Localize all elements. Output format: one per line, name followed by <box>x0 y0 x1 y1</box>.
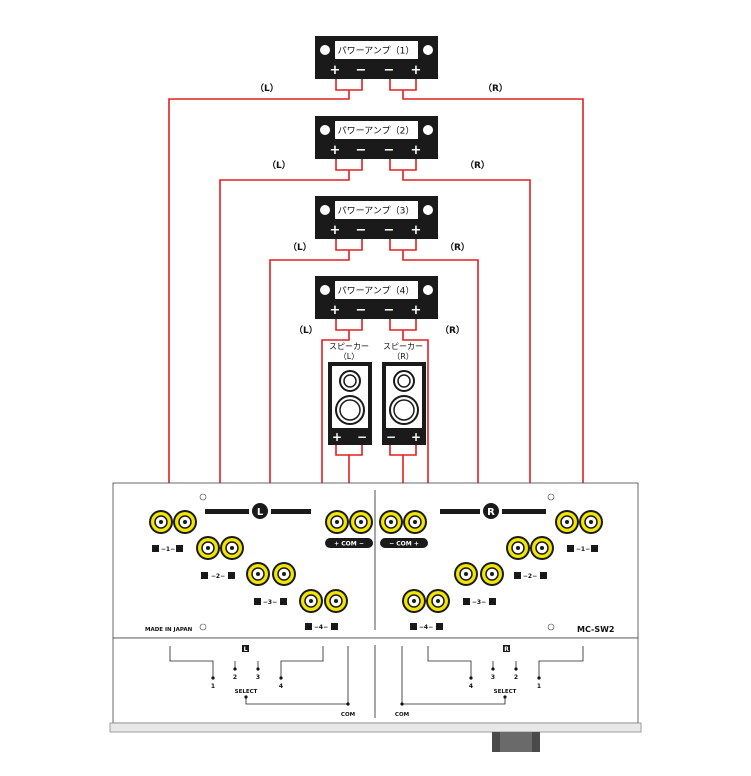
speaker-right: − + <box>382 362 426 445</box>
switch-badge-l: L <box>244 646 248 653</box>
rca-jack <box>506 536 530 560</box>
amp-2-terminal: + <box>411 143 422 158</box>
amp-4-left-label: （L） <box>294 325 318 336</box>
rca-jack <box>426 589 450 613</box>
amp-4-terminal: − <box>384 303 395 318</box>
power-amp-3: パワーアンプ（3） + − − + <box>315 196 438 239</box>
switch-badge-r: R <box>504 646 509 653</box>
amp-1-left-label: （L） <box>255 83 279 94</box>
rca-jack <box>454 562 478 586</box>
speaker-r-side: （R） <box>392 352 414 361</box>
rca-jack <box>403 510 427 534</box>
speaker-l-side: （L） <box>339 352 359 361</box>
amp-1-terminal: + <box>330 63 341 78</box>
rca-jack <box>196 536 220 560</box>
jack-labels: + −1− − + −2− − + −3− − + −4− − − −1− + … <box>152 538 598 631</box>
speaker-r-terminal: − <box>386 430 396 444</box>
select-label-r: SELECT <box>494 689 517 695</box>
amp-2-terminal: − <box>384 143 395 158</box>
power-amp-2: パワーアンプ（2） + − − + <box>315 116 438 159</box>
jack-label-r3: − −3− + <box>465 599 493 606</box>
switch-l-pos: 4 <box>279 683 283 690</box>
rca-jack <box>402 589 426 613</box>
switch-r-pos: 2 <box>514 674 518 681</box>
com-label-switch-l: COM <box>341 712 355 718</box>
switch-l-pos: 2 <box>233 674 237 681</box>
amp-4-right-label: （R） <box>440 325 465 336</box>
speaker-l-label: スピーカー <box>329 342 369 351</box>
jack-label-l2: + −2− − <box>204 573 232 580</box>
amp-1-right-label: （R） <box>483 83 508 94</box>
power-amp-4: パワーアンプ（4） + − − + <box>315 276 438 319</box>
amp-4-terminal: + <box>411 303 422 318</box>
amp-2-label: パワーアンプ（2） <box>338 126 415 137</box>
amp-1-terminal: − <box>356 63 367 78</box>
amp-2-terminal: + <box>330 143 341 158</box>
jack-label-l4: + −4− − <box>307 624 335 631</box>
rca-jack <box>324 589 348 613</box>
amp-2-terminal: − <box>356 143 367 158</box>
rear-panel: L R MADE IN JAPAN MC-SW2 <box>112 482 639 639</box>
switch-r-pos: 1 <box>537 683 541 690</box>
amp-1-terminal: − <box>384 63 395 78</box>
model-name: MC-SW2 <box>577 625 615 634</box>
speaker-r-label: スピーカー <box>383 342 423 351</box>
speaker-l-terminal: − <box>357 430 367 444</box>
power-amp-1: パワーアンプ（1） + − − + <box>315 36 438 79</box>
speaker-r-terminal: + <box>411 430 421 444</box>
amp-2-right-label: （R） <box>465 160 490 171</box>
rca-jack <box>349 510 373 534</box>
switch-r-pos: 3 <box>491 674 495 681</box>
amp-1-terminal: + <box>411 63 422 78</box>
switch-diagram: L 1 2 3 4 SELECT COM R 4 3 2 1 SELECT <box>109 637 642 752</box>
amp-3-terminal: − <box>356 223 367 238</box>
rca-jack <box>246 562 270 586</box>
made-in-japan: MADE IN JAPAN <box>145 627 193 633</box>
amp-4-label: パワーアンプ（4） <box>338 286 415 297</box>
rca-jack <box>220 536 244 560</box>
panel-badge-l: L <box>257 507 264 518</box>
com-label-switch-r: COM <box>395 712 409 718</box>
amp-3-terminal: + <box>411 223 422 238</box>
speaker-left: + − <box>328 362 372 445</box>
rca-jack <box>379 510 403 534</box>
rca-jack <box>530 536 554 560</box>
amp-2-left-label: （L） <box>267 160 291 171</box>
rca-jacks <box>149 510 603 613</box>
amp-4-terminal: − <box>356 303 367 318</box>
amp-3-left-label: （L） <box>288 242 312 253</box>
switch-l-pos: 3 <box>256 674 260 681</box>
amp-4-terminal: + <box>330 303 341 318</box>
amp-3-label: パワーアンプ（3） <box>338 206 415 217</box>
rca-jack <box>149 510 173 534</box>
com-label-r: − COM + <box>389 541 419 548</box>
rca-jack <box>480 562 504 586</box>
switch-r-pos: 4 <box>469 683 473 690</box>
select-label-l: SELECT <box>235 689 258 695</box>
jack-label-r1: − −1− + <box>569 546 597 553</box>
rca-jack <box>579 510 603 534</box>
rca-jack <box>325 510 349 534</box>
amp-3-right-label: （R） <box>445 242 470 253</box>
speaker-l-terminal: + <box>332 430 342 444</box>
rca-jack <box>173 510 197 534</box>
amp-1-label: パワーアンプ（1） <box>338 46 415 57</box>
panel-badge-r: R <box>487 507 495 518</box>
switch-l-pos: 1 <box>211 683 215 690</box>
jack-label-l3: + −3− − <box>256 599 284 606</box>
rca-jack <box>299 589 323 613</box>
com-label-l: + COM − <box>334 541 364 548</box>
rca-jack <box>272 562 296 586</box>
jack-label-l1: + −1− − <box>154 546 182 553</box>
jack-label-r4: − −4− + <box>412 624 440 631</box>
rca-jack <box>555 510 579 534</box>
amp-3-terminal: + <box>330 223 341 238</box>
jack-label-r2: − −2− + <box>516 573 544 580</box>
amp-3-terminal: − <box>384 223 395 238</box>
